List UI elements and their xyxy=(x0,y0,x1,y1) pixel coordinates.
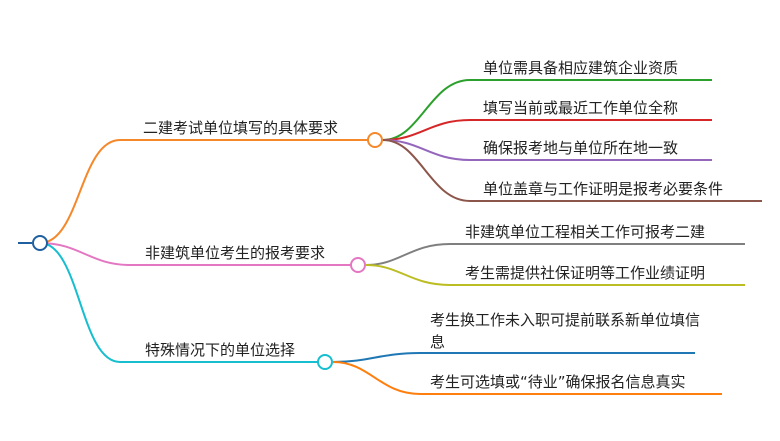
child-3-2-connector xyxy=(332,361,722,395)
root-node[interactable] xyxy=(32,235,48,251)
child-3-1-label[interactable]: 考生换工作未入职可提前联系新单位填信息 xyxy=(430,311,701,351)
branch-1-node[interactable] xyxy=(367,132,383,148)
child-2-1-label[interactable]: 非建筑单位工程相关工作可报考二建 xyxy=(465,223,706,241)
child-1-2-connector xyxy=(382,119,712,141)
branch-3-node[interactable] xyxy=(317,354,333,370)
child-1-1-connector xyxy=(382,79,712,141)
child-2-1-connector xyxy=(365,243,745,266)
branch-2-label[interactable]: 非建筑单位考生的报考要求 xyxy=(145,244,326,262)
branch-3-connector xyxy=(39,242,325,363)
child-1-1-label[interactable]: 单位需具备相应建筑企业资质 xyxy=(483,59,679,77)
child-1-4-connector xyxy=(382,139,762,202)
child-3-2-label[interactable]: 考生可选填或“待业”确保报名信息真实 xyxy=(430,373,686,391)
child-2-2-connector xyxy=(365,264,745,286)
branch-1-label[interactable]: 二建考试单位填写的具体要求 xyxy=(143,119,339,137)
child-1-3-label[interactable]: 确保报考地与单位所在地一致 xyxy=(483,139,679,157)
child-1-3-connector xyxy=(382,139,712,161)
branch-2-node[interactable] xyxy=(350,257,366,273)
child-3-1-connector xyxy=(332,352,695,363)
branch-1-connector xyxy=(39,139,375,244)
branch-2-connector xyxy=(39,242,358,266)
child-1-4-label[interactable]: 单位盖章与工作证明是报考必要条件 xyxy=(483,180,724,198)
branch-3-label[interactable]: 特殊情况下的单位选择 xyxy=(145,341,296,359)
child-1-2-label[interactable]: 填写当前或最近工作单位全称 xyxy=(483,99,679,117)
child-2-2-label[interactable]: 考生需提供社保证明等工作业绩证明 xyxy=(465,264,706,282)
